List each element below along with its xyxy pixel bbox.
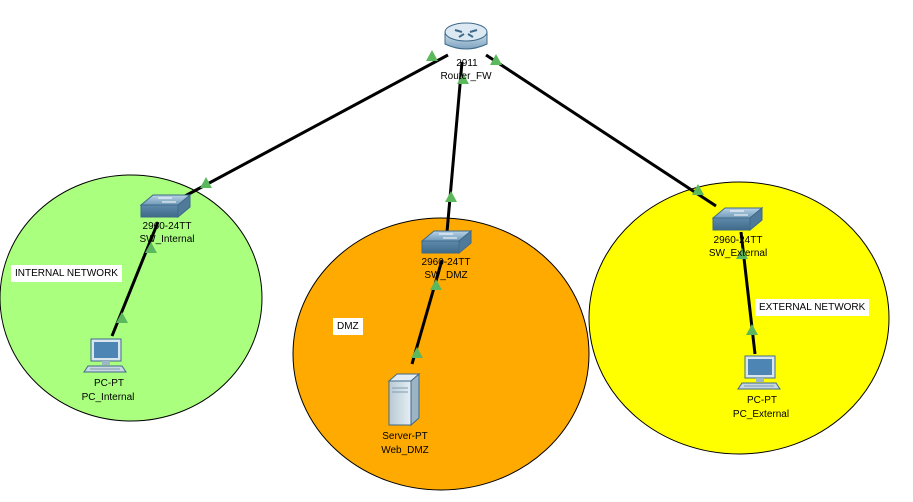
link-up-indicator — [145, 242, 157, 253]
pc-pc-internal[interactable]: PC-PT PC_Internal — [82, 338, 135, 403]
dmz-zone[interactable] — [292, 217, 590, 491]
pc-external-model-label: PC-PT — [747, 395, 777, 406]
pc-internal-name-label: PC_Internal — [82, 392, 135, 403]
switch-sw-internal[interactable]: 2960-24TT SW_Internal — [139, 193, 195, 245]
link-up-indicator — [490, 54, 502, 65]
pc-pc-external[interactable]: PC-PT PC_External — [733, 355, 789, 420]
dmz-label[interactable]: DMZ — [333, 318, 363, 335]
pc-external-name-label: PC_External — [733, 409, 789, 420]
external-network-zone[interactable] — [588, 181, 890, 455]
internal-network-label[interactable]: INTERNAL NETWORK — [11, 265, 122, 282]
link-up-indicator — [746, 324, 758, 335]
external-network-label[interactable]: EXTERNAL NETWORK — [755, 299, 870, 316]
link-up-indicator — [457, 73, 469, 84]
pc-icon — [83, 338, 127, 373]
web-dmz-model-label: Server-PT — [382, 431, 428, 442]
link-sw-dmz-web-dmz[interactable] — [410, 259, 444, 365]
server-web-dmz[interactable]: Server-PT Web_DMZ — [381, 372, 429, 456]
sw-internal-name-label: SW_Internal — [139, 234, 194, 245]
router-model-label: 2911 — [456, 58, 478, 69]
link-up-indicator — [430, 279, 442, 290]
web-dmz-name-label: Web_DMZ — [381, 445, 429, 456]
link-up-indicator — [426, 50, 438, 61]
sw-dmz-model-label: 2960-24TT — [422, 257, 471, 268]
link-up-indicator — [445, 191, 457, 202]
pc-internal-model-label: PC-PT — [94, 378, 124, 389]
switch-icon — [139, 193, 192, 219]
link-up-indicator — [200, 177, 212, 188]
router-icon — [444, 22, 488, 50]
link-status-indicators — [116, 50, 758, 358]
pc-icon — [737, 355, 781, 390]
sw-external-model-label: 2960-24TT — [714, 235, 763, 246]
link-router-sw-dmz[interactable] — [445, 61, 464, 233]
link-up-indicator — [736, 248, 748, 259]
link-up-indicator — [116, 312, 128, 323]
sw-internal-model-label: 2960-24TT — [143, 221, 192, 232]
server-icon — [387, 372, 421, 427]
router-router-fw[interactable]: 2911 Router_FW — [440, 22, 492, 82]
link-up-indicator — [411, 347, 423, 358]
link-router-sw-internal[interactable] — [184, 53, 449, 198]
sw-dmz-name-label: SW_DMZ — [424, 270, 467, 281]
sw-external-name-label: SW_External — [709, 248, 767, 259]
switch-sw-external[interactable]: 2960-24TT SW_External — [709, 206, 767, 259]
switch-icon — [420, 229, 473, 255]
link-router-sw-external[interactable] — [485, 53, 717, 208]
switch-sw-dmz[interactable]: 2960-24TT SW_DMZ — [420, 229, 473, 281]
internal-network-zone[interactable] — [0, 174, 263, 422]
router-name-label: Router_FW — [440, 71, 492, 82]
switch-icon — [711, 206, 764, 232]
link-up-indicator — [692, 184, 704, 195]
